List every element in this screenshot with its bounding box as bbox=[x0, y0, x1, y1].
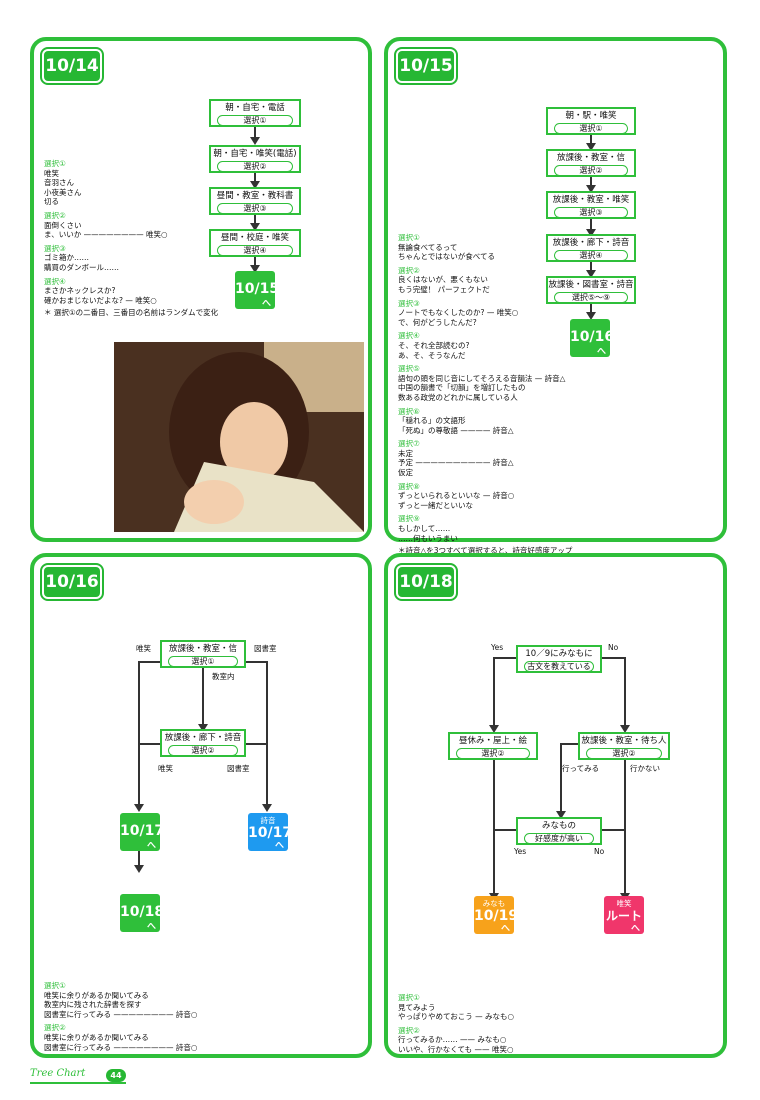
flow-node-5: 放課後・図書室・詩音選択⑤〜⑨ bbox=[546, 276, 636, 304]
footer-rule bbox=[30, 1082, 126, 1084]
no-label: No bbox=[594, 847, 605, 856]
date-badge: 10/15 bbox=[394, 47, 458, 85]
panel-10-18: 10/18 10／9にみなもに古文を教えている Yes No 昼休み・屋上・絵選… bbox=[384, 553, 727, 1058]
date-badge: 10/14 bbox=[40, 47, 104, 85]
flow-node-4: 放課後・廊下・詩音選択④ bbox=[546, 234, 636, 262]
flow-node-2: 放課後・教室・待ち人選択② bbox=[578, 732, 670, 760]
flow-node-1: 朝・駅・唯笑選択① bbox=[546, 107, 636, 135]
flow-node-4: 昼間・校庭・唯笑選択④ bbox=[209, 229, 301, 257]
flow-node-2: 放課後・教室・信選択② bbox=[546, 149, 636, 177]
footer-title: Tree Chart bbox=[30, 1068, 86, 1079]
branch-label: 図書室 bbox=[254, 644, 277, 653]
date-badge: 10/18 bbox=[394, 563, 458, 601]
character-illustration bbox=[114, 342, 364, 532]
footer-logo: Tree Chart 44 bbox=[30, 1068, 126, 1084]
branch-label: 図書室 bbox=[227, 764, 250, 773]
choice-notes: 選択① 無論食べてるってちゃんとではないが食べてる 選択② 良くはないが、悪くも… bbox=[398, 233, 573, 556]
flow-node-1: 朝・自宅・電話選択① bbox=[209, 99, 301, 127]
choice-notes: 選択① 見てみようやっぱりやめておこう — みなも○ 選択② 行ってみるか…… … bbox=[398, 993, 515, 1054]
panel-10-16: 10/16 放課後・教室・信選択① 唯笑 図書室 教室内 放課後・廊下・詩音選択… bbox=[30, 553, 372, 1058]
nogo-label: 行かない bbox=[630, 764, 660, 773]
choice-notes: 選択① 唯笑音羽さん 小夜美さん切る 選択② 面倒くさいま、いいか ——————… bbox=[44, 159, 219, 318]
panel-10-15: 10/15 朝・駅・唯笑選択① 放課後・教室・信選択② 放課後・教室・唯笑選択③… bbox=[384, 37, 727, 555]
flow-node-3: 昼間・教室・教科書選択③ bbox=[209, 187, 301, 215]
flow-node-2: 朝・自宅・唯笑(電話)選択② bbox=[209, 145, 301, 173]
branch-label: 唯笑 bbox=[158, 764, 173, 773]
yes-label: Yes bbox=[491, 643, 504, 652]
flow-node-2: 放課後・廊下・詩音選択② bbox=[160, 729, 246, 757]
go-label: 行ってみる bbox=[562, 764, 600, 773]
branch-label: 教室内 bbox=[212, 672, 235, 681]
branch-label: 唯笑 bbox=[136, 644, 151, 653]
decision-node-1: 10／9にみなもに古文を教えている bbox=[516, 645, 602, 673]
destination-yue-route: 唯笑ルートへ bbox=[604, 896, 644, 934]
no-label: No bbox=[608, 643, 619, 652]
page-number: 44 bbox=[106, 1069, 126, 1082]
flow-node-1: 放課後・教室・信選択① bbox=[160, 640, 246, 668]
decision-node-2: みなもの好感度が高い bbox=[516, 817, 602, 845]
choice-notes: 選択① 唯笑に余りがあるか聞いてみる教室内に残された辞書を探す 図書室に行ってみ… bbox=[44, 981, 198, 1052]
panel-10-14: 10/14 朝・自宅・電話選択① 朝・自宅・唯笑(電話)選択② 昼間・教室・教科… bbox=[30, 37, 372, 542]
flow-node-1: 昼休み・屋上・絵選択② bbox=[448, 732, 538, 760]
date-badge: 10/16 bbox=[40, 563, 104, 601]
flow-node-3: 放課後・教室・唯笑選択③ bbox=[546, 191, 636, 219]
yes-label: Yes bbox=[514, 847, 527, 856]
